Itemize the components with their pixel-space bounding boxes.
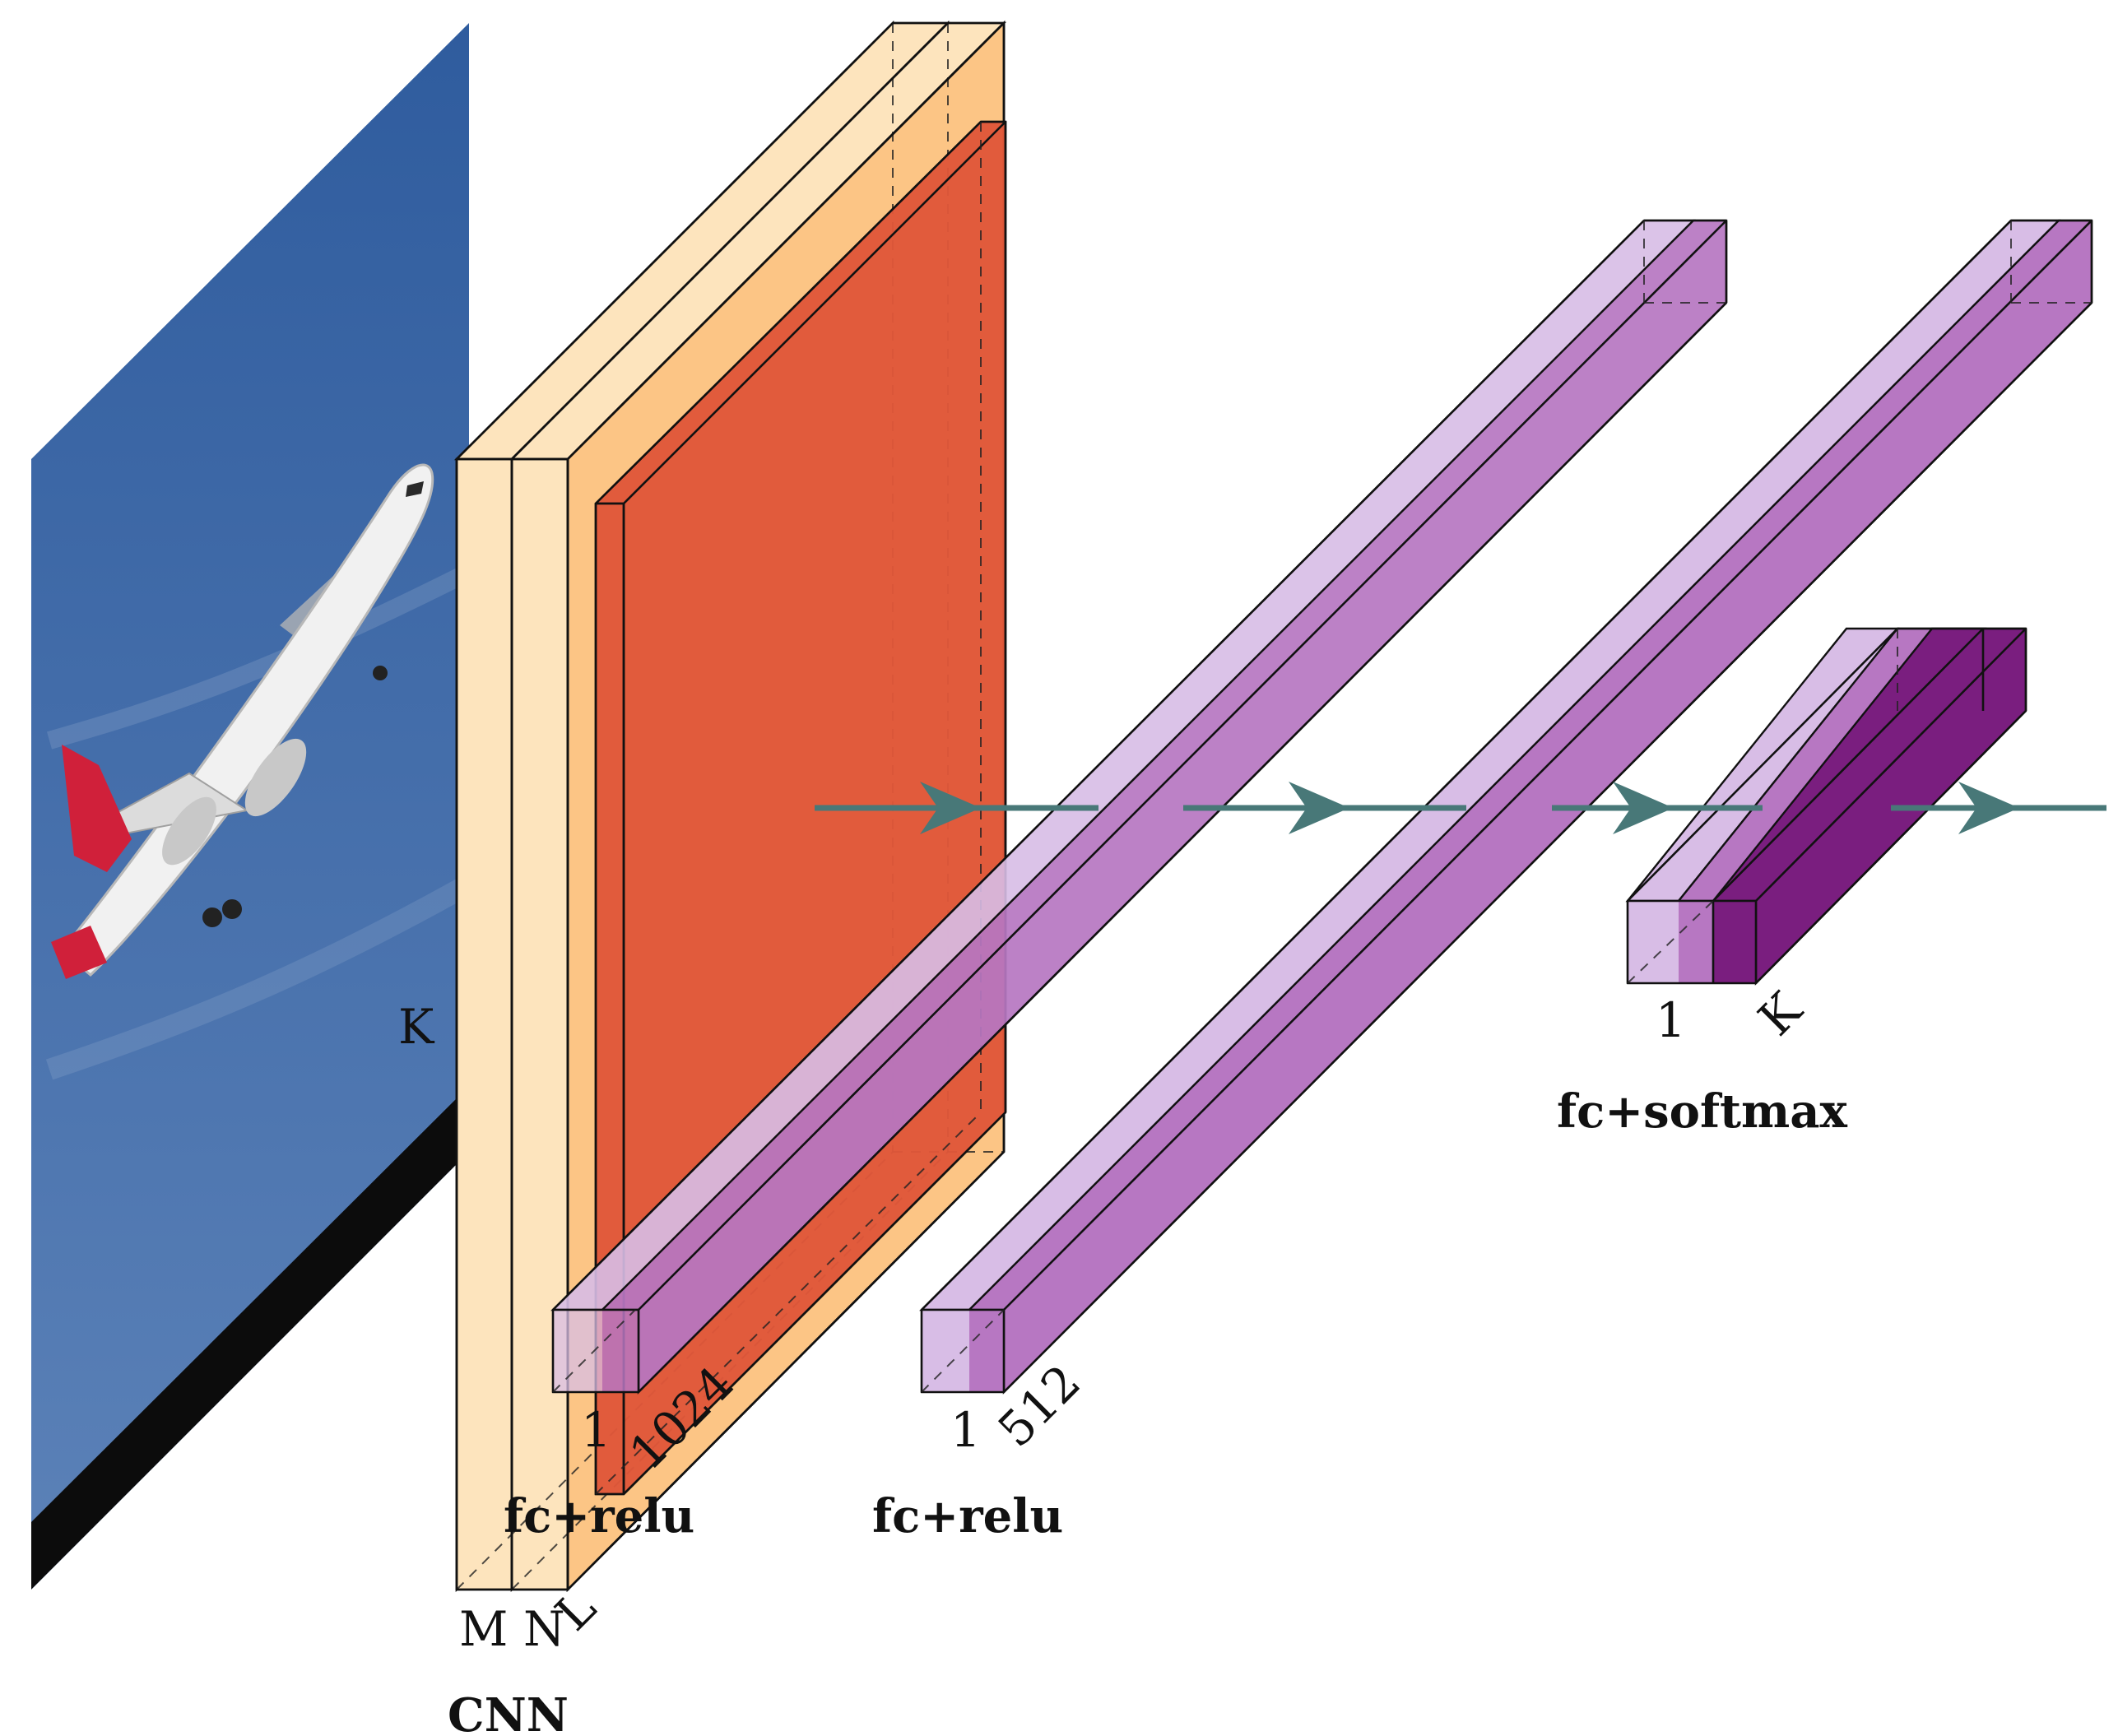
- feature-map: [594, 120, 1007, 1496]
- softmax-layer: [1625, 627, 2027, 986]
- softmax-name: fc+softmax: [1557, 1084, 1847, 1139]
- airplane-photo: [31, 463, 469, 1590]
- arrow-right-icon: [1552, 782, 1763, 834]
- softmax-one-label: 1: [1656, 992, 1686, 1048]
- fc1-one-label: 1: [581, 1402, 611, 1458]
- fc2-one-label: 1: [950, 1402, 981, 1458]
- flow-arrows: [815, 782, 2106, 834]
- cnn-title: CNN: [448, 1688, 569, 1736]
- fc2-layer: [919, 219, 2093, 1395]
- image-k-label: K: [398, 999, 435, 1055]
- arrow-right-icon: [815, 782, 1098, 834]
- fc2-name: fc+relu: [872, 1489, 1063, 1543]
- arrow-right-icon: [1183, 782, 1466, 834]
- cnn-n-label: N: [523, 1601, 565, 1657]
- input-image: [31, 23, 469, 1590]
- fc1-name: fc+relu: [504, 1489, 694, 1543]
- arrow-right-icon: [1891, 782, 2106, 834]
- softmax-dim-label: K: [1748, 981, 1814, 1047]
- cnn-m-label: M: [459, 1601, 508, 1657]
- fc1-layer: [550, 219, 1728, 1395]
